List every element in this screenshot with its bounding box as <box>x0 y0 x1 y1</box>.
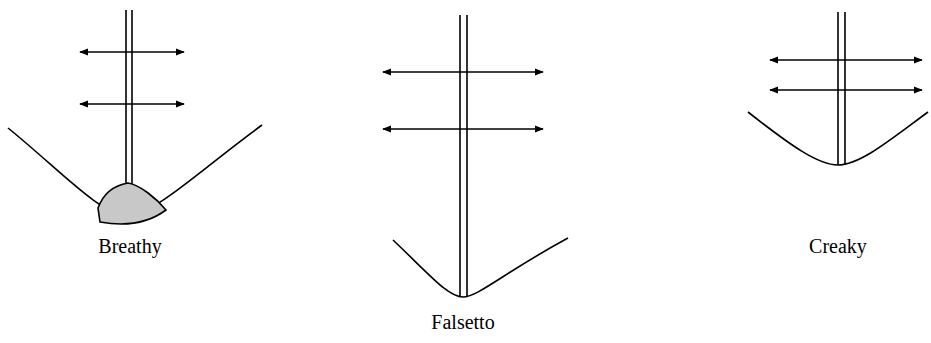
glottal-gap <box>98 183 166 224</box>
phonation-label: Creaky <box>809 234 867 258</box>
fold-line <box>844 12 846 165</box>
vibration-arrow <box>80 103 184 105</box>
vibration-arrow <box>770 59 922 61</box>
fold-line <box>837 12 839 165</box>
vibration-arrow <box>383 128 543 130</box>
fold-line <box>125 10 127 184</box>
phonation-label: Breathy <box>98 234 161 258</box>
vibration-arrow <box>383 71 543 73</box>
fold-curve <box>393 238 568 297</box>
fold-line <box>131 10 133 184</box>
phonation-label: Falsetto <box>431 310 494 334</box>
fold-line <box>459 15 461 297</box>
vibration-arrow <box>770 89 922 91</box>
fold-line <box>466 15 468 297</box>
vibration-arrow <box>80 51 184 53</box>
